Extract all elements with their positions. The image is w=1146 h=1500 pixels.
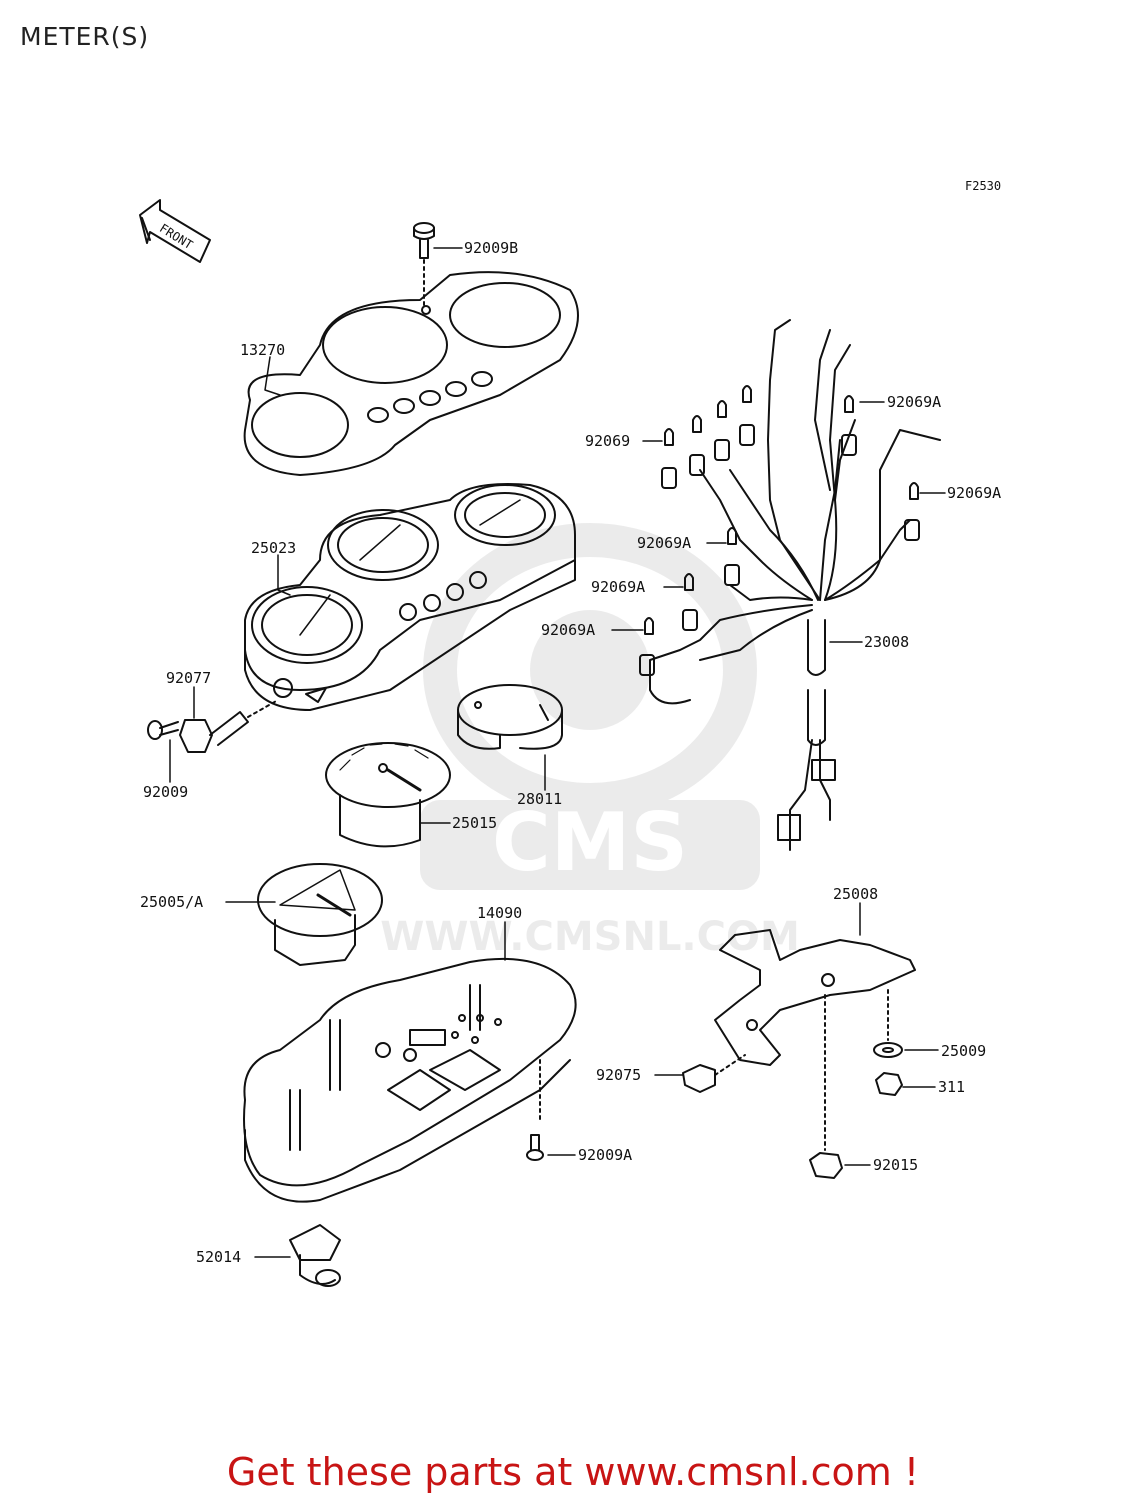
label-92069A-4: 92069A xyxy=(591,578,645,596)
watermark-brand: CMS xyxy=(492,796,688,889)
bracket-25008-icon xyxy=(714,929,916,1151)
label-92069A-5: 92069A xyxy=(541,621,595,639)
gasket-13270-icon xyxy=(243,271,579,476)
label-92069: 92069 xyxy=(585,432,630,450)
screw-92009A-icon xyxy=(526,1134,544,1161)
tachometer-25015-icon xyxy=(325,742,451,848)
knob-92077-icon xyxy=(179,699,279,753)
label-52014: 52014 xyxy=(196,1248,241,1266)
label-25023: 25023 xyxy=(251,539,296,557)
screw-92009B-icon xyxy=(413,222,435,306)
label-92069A-3: 92069A xyxy=(637,534,691,552)
sensor-52014-icon xyxy=(289,1224,341,1287)
label-92075: 92075 xyxy=(596,1066,641,1084)
harness-23008-icon xyxy=(639,319,941,851)
upper-case-25023-icon xyxy=(244,483,576,711)
label-25008: 25008 xyxy=(833,885,878,903)
label-92077: 92077 xyxy=(166,669,211,687)
label-92069A-2: 92069A xyxy=(947,484,1001,502)
label-25015: 25015 xyxy=(452,814,497,832)
label-25005A: 25005/A xyxy=(140,893,203,911)
label-23008: 23008 xyxy=(864,633,909,651)
watermark-url: WWW.CMSNL.COM xyxy=(380,914,800,960)
label-92009: 92009 xyxy=(143,783,188,801)
label-92009B: 92009B xyxy=(464,239,518,257)
label-92015: 92015 xyxy=(873,1156,918,1174)
leader-lines xyxy=(169,247,946,1258)
footer-link-text[interactable]: Get these parts at www.cmsnl.com ! xyxy=(226,1450,920,1494)
washer-25009-icon xyxy=(873,1042,903,1058)
page-title: METER(S) xyxy=(20,22,150,51)
screw-92009-icon xyxy=(147,720,179,740)
label-311: 311 xyxy=(938,1078,965,1096)
figure-code: F2530 xyxy=(965,179,1001,193)
cmsnl-watermark: CMS WWW.CMSNL.COM xyxy=(380,523,800,960)
front-arrow-icon xyxy=(139,199,211,263)
gauge-28011-icon xyxy=(457,684,563,750)
label-14090: 14090 xyxy=(477,904,522,922)
nut-92015-icon xyxy=(809,1152,843,1179)
label-25009: 25009 xyxy=(941,1042,986,1060)
label-13270: 13270 xyxy=(240,341,285,359)
label-28011: 28011 xyxy=(517,790,562,808)
label-92069A-1: 92069A xyxy=(887,393,941,411)
clip-92075-icon xyxy=(682,1054,746,1093)
label-92009A: 92009A xyxy=(578,1146,632,1164)
nut-311-icon xyxy=(875,1072,903,1096)
speedometer-25005A-icon xyxy=(257,863,383,966)
lower-case-14090-icon xyxy=(243,957,577,1203)
